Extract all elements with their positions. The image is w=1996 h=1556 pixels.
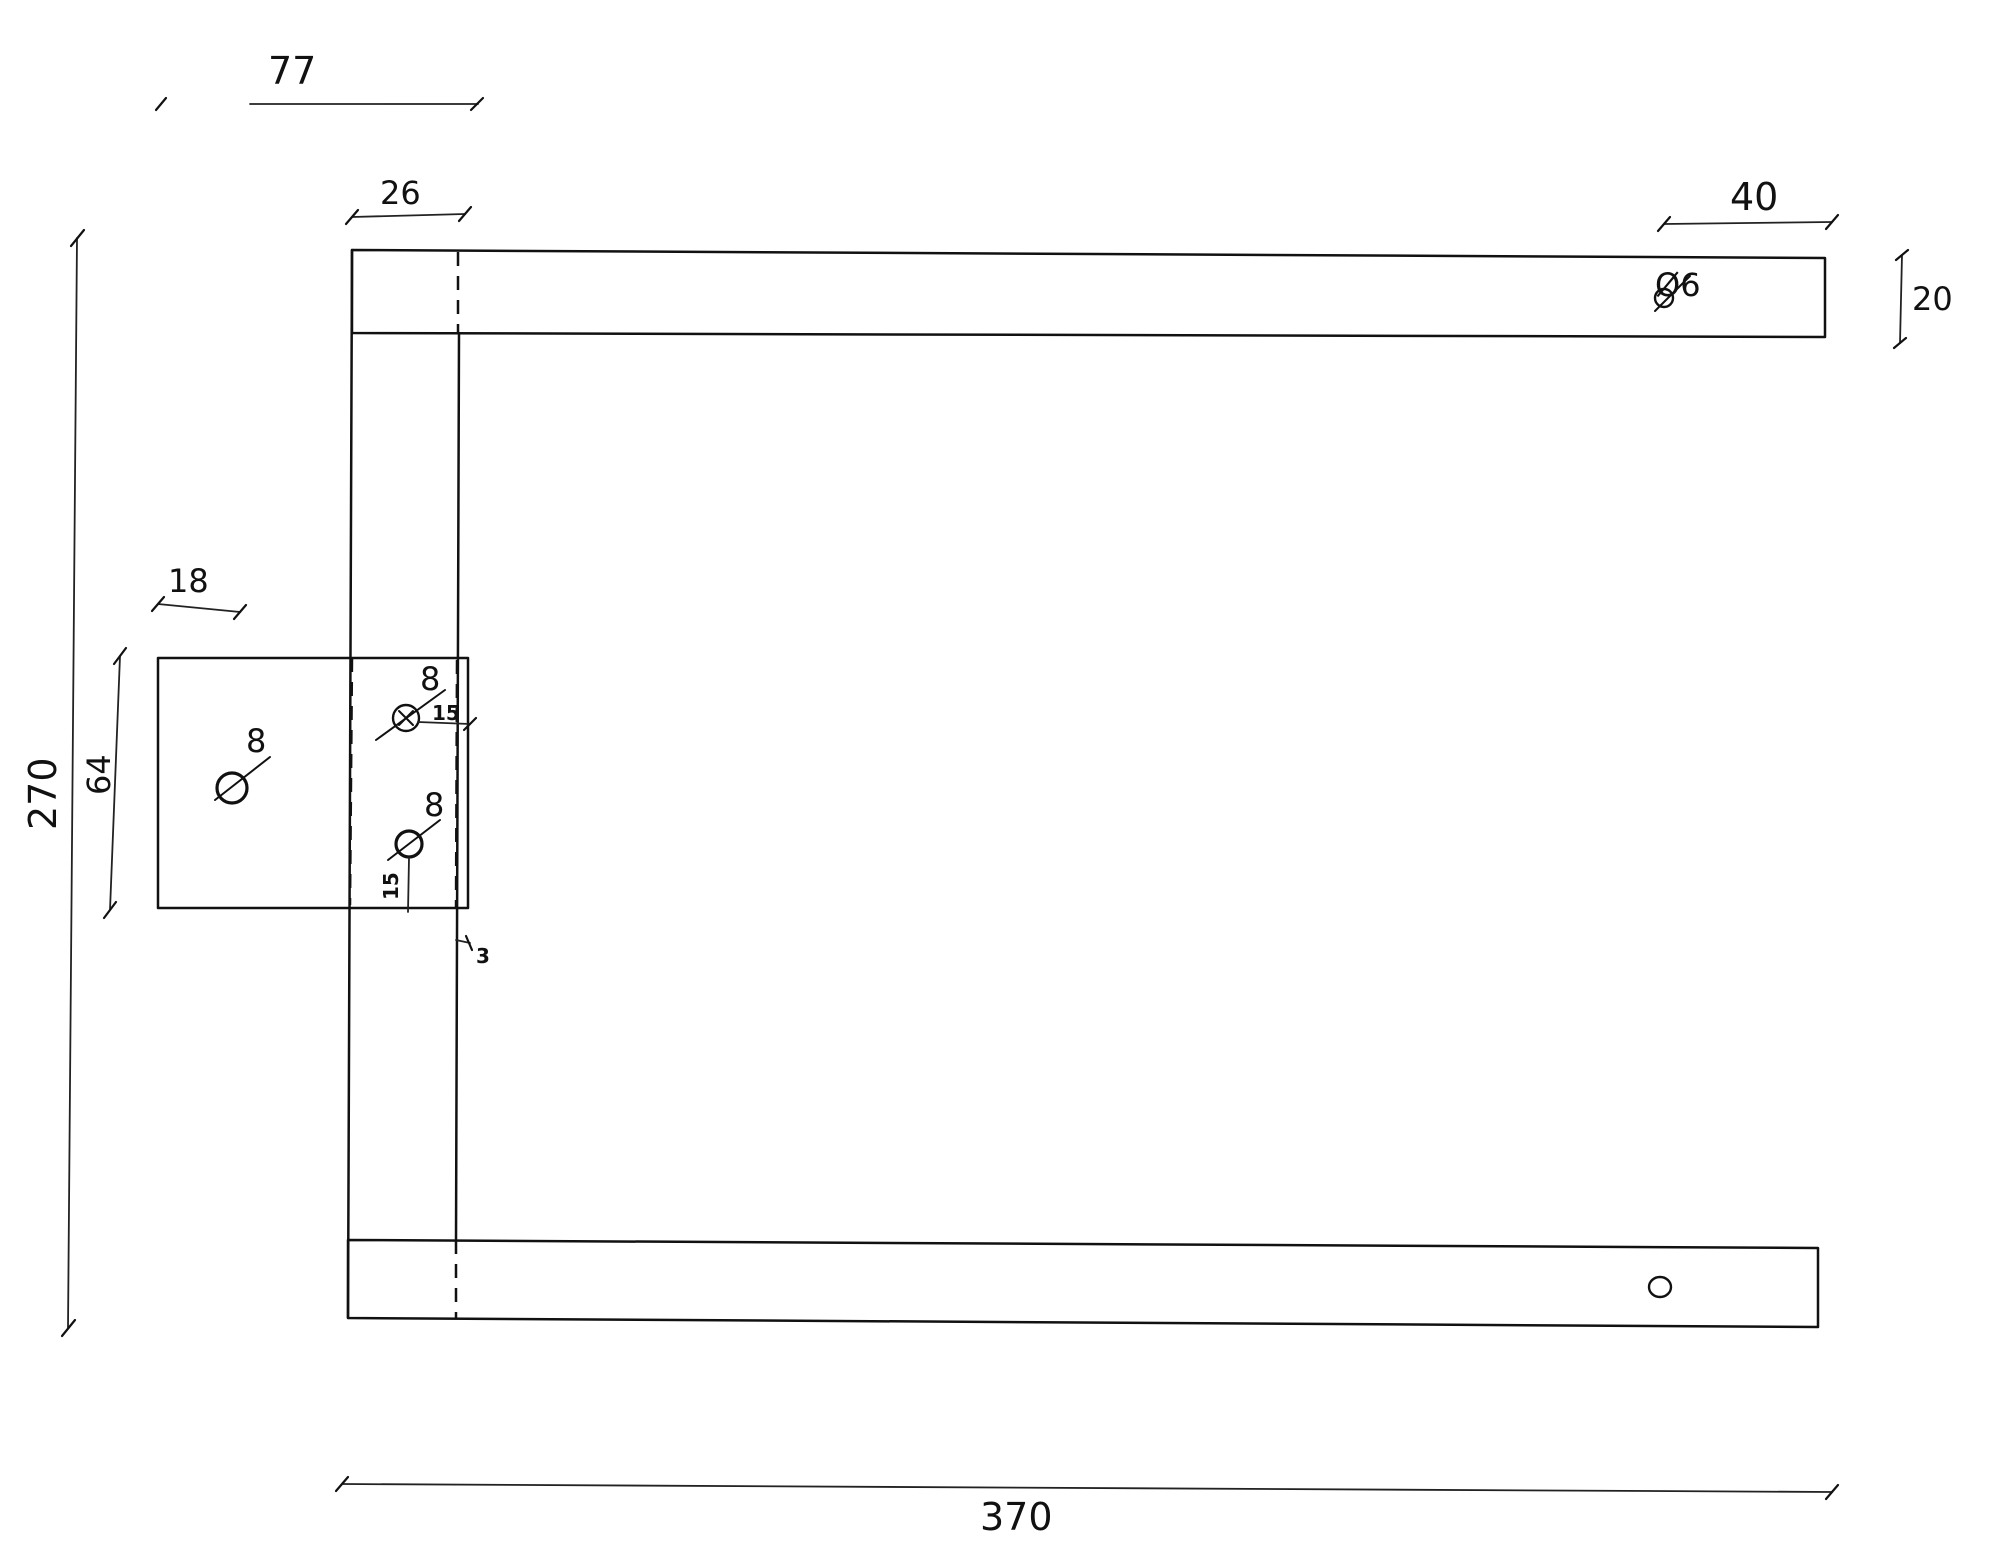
bracket-hole-upper [375, 689, 446, 741]
label-hole-edge-bottom: 15 [379, 872, 403, 900]
mounting-bracket [156, 656, 470, 910]
top-bar-hole [1653, 275, 1691, 312]
label-bracket-hole-upper: 8 [420, 660, 440, 698]
label-bar-thickness: 20 [1912, 280, 1953, 318]
top-bar [350, 248, 1827, 339]
bracket-hole-left [214, 756, 271, 805]
dim-top-offset [154, 96, 485, 112]
label-total-height: 270 [21, 757, 65, 830]
dim-gap [455, 934, 474, 952]
dim-bracket-width [150, 595, 248, 621]
label-hole-edge-top: 15 [432, 701, 460, 725]
hidden-edges [348, 252, 460, 1318]
dim-hole-edge-top [417, 716, 478, 732]
dim-total-length [334, 1475, 1840, 1501]
bottom-bar-hole [1647, 1275, 1673, 1299]
label-hole-from-end: 40 [1730, 175, 1778, 219]
dim-total-height [60, 228, 86, 1338]
label-top-bar-hole: Ø6 [1655, 266, 1701, 304]
bracket-hole-lower [387, 819, 441, 861]
dim-hole-from-end [1656, 213, 1840, 233]
label-left-bar-width: 26 [380, 174, 421, 212]
label-bracket-hole-lower: 8 [424, 786, 444, 824]
dim-bracket-height [102, 646, 128, 920]
label-top-offset: 77 [268, 49, 316, 93]
dim-bar-thickness [1892, 248, 1910, 350]
label-bracket-height: 64 [80, 754, 118, 795]
label-bracket-hole-left: 8 [246, 722, 266, 760]
dim-left-bar-width [344, 205, 473, 226]
bottom-bar [346, 1238, 1820, 1329]
label-bracket-width: 18 [168, 562, 209, 600]
label-total-length: 370 [980, 1495, 1053, 1539]
left-vertical-bar [346, 248, 461, 1320]
label-gap: 3 [476, 944, 490, 968]
dim-hole-edge-bottom [407, 857, 410, 913]
